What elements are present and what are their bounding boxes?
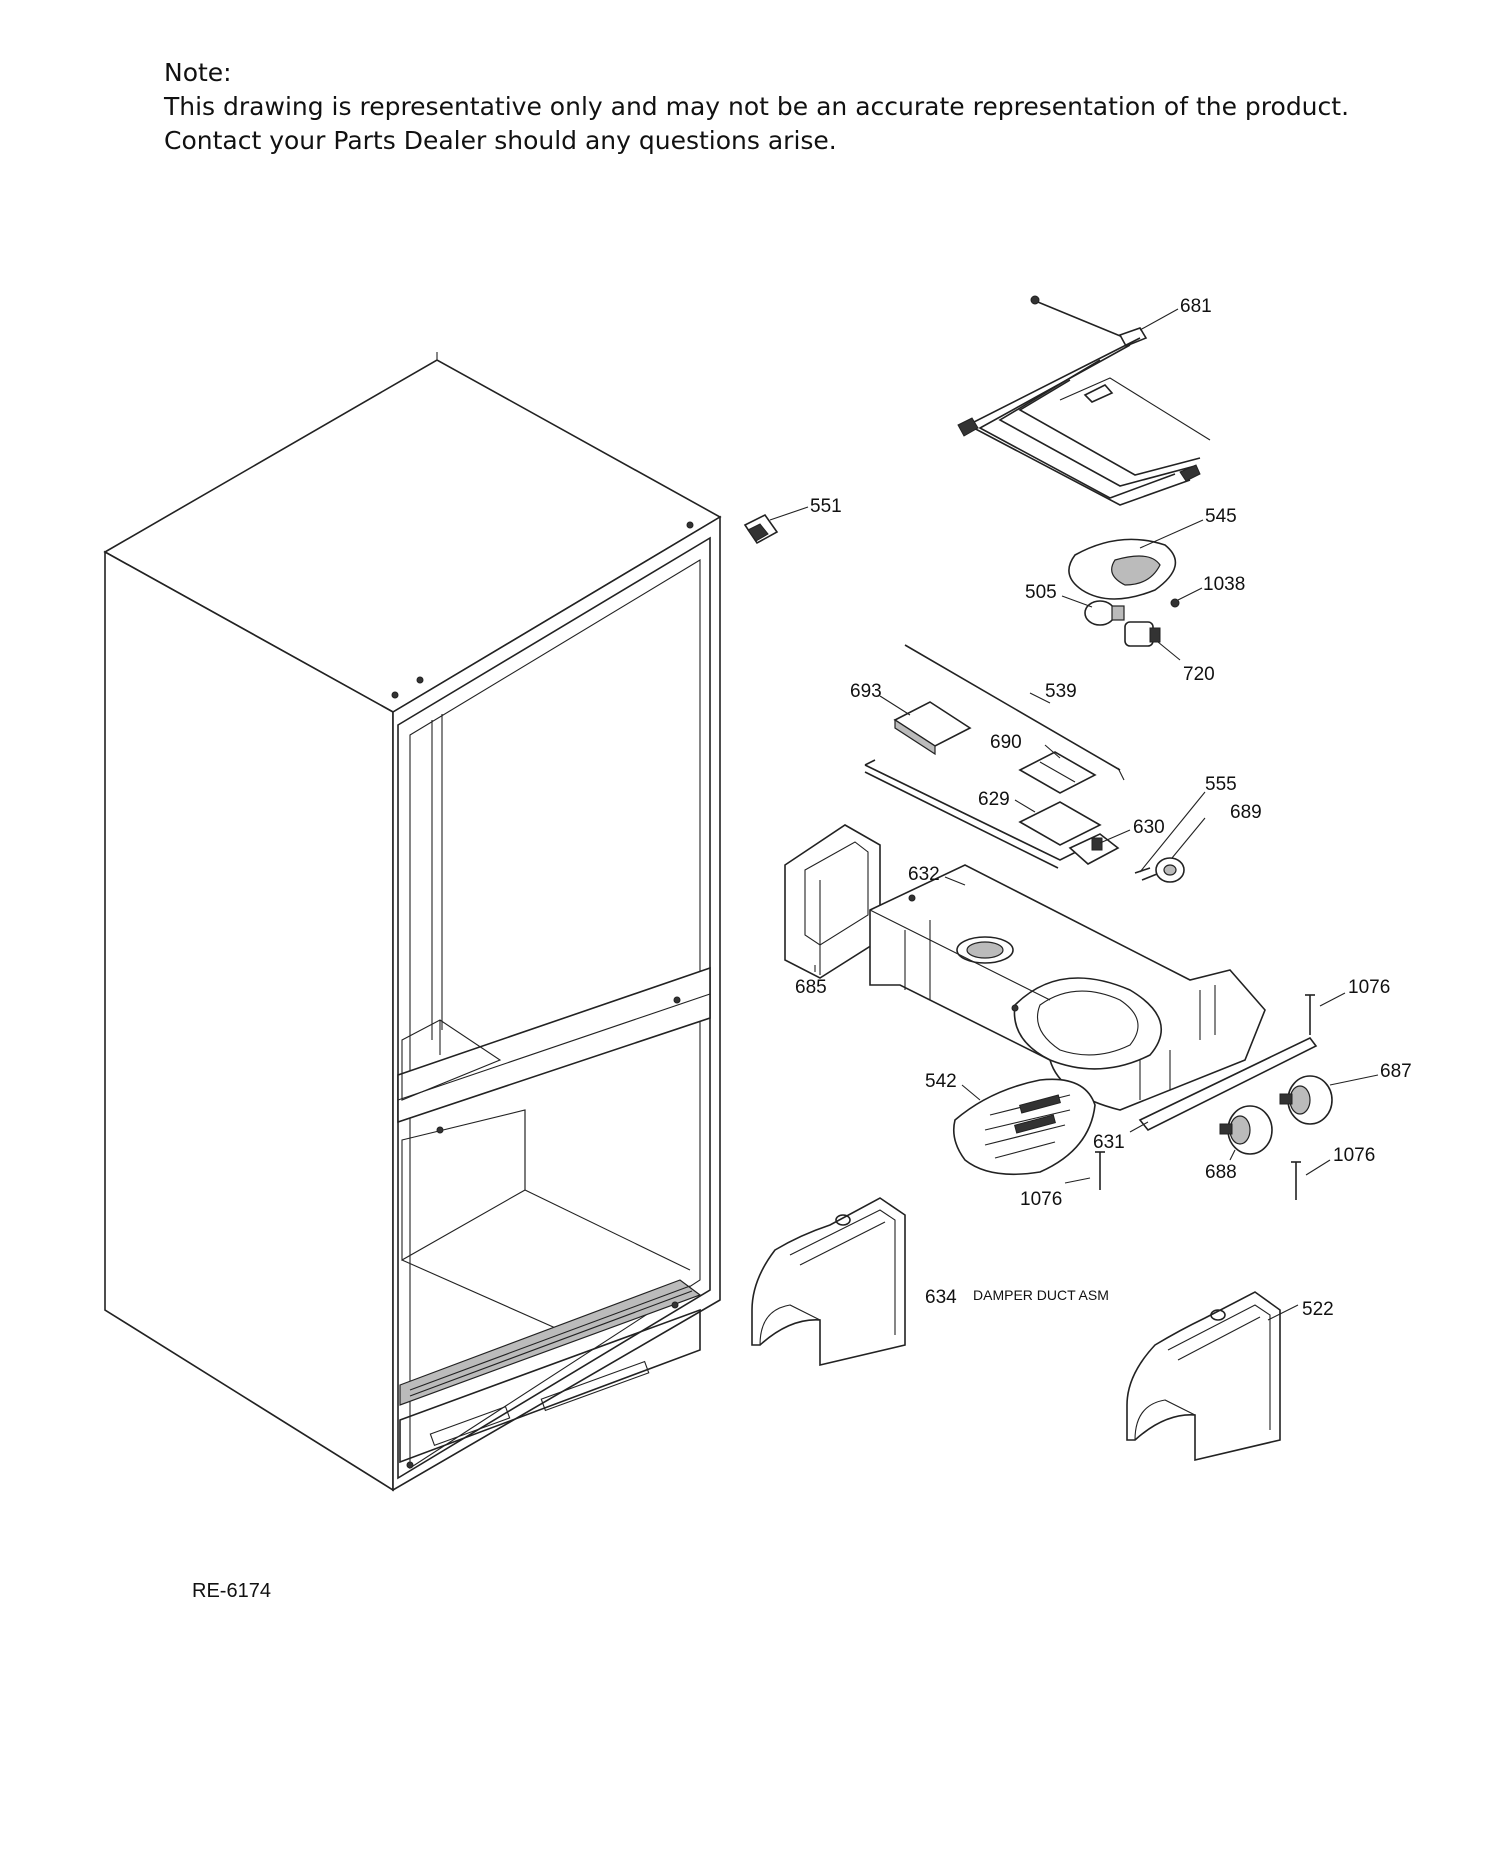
callout-1076-c: 1076 (1333, 1145, 1375, 1166)
callout-687: 687 (1380, 1061, 1412, 1082)
part-630-control (1068, 833, 1120, 865)
part-1076-screw-a (1305, 994, 1315, 1035)
drawing-note: Note: This drawing is representative onl… (164, 56, 1349, 158)
part-629-board (1018, 801, 1102, 846)
refrigerator-cabinet (103, 352, 722, 1492)
note-heading: Note: (164, 58, 232, 87)
callout-555: 555 (1205, 774, 1237, 795)
callout-542: 542 (925, 1071, 957, 1092)
part-687-knob (1279, 1075, 1333, 1125)
callout-505: 505 (1025, 582, 1057, 603)
part-631-strip (1138, 1036, 1318, 1132)
callout-1076-a: 1076 (1348, 977, 1390, 998)
note-line-1: This drawing is representative only and … (164, 92, 1350, 121)
part-545-light-shield (1068, 538, 1177, 600)
callout-720: 720 (1183, 664, 1215, 685)
part-681-wiring-harness (957, 295, 1211, 506)
part-720-lamp-socket (1124, 621, 1161, 647)
callout-632: 632 (908, 864, 940, 885)
callout-685: 685 (795, 977, 827, 998)
part-1076-screw-c (1291, 1161, 1301, 1200)
part-551-switch (743, 513, 779, 545)
part-688-knob (1219, 1105, 1273, 1155)
part-539-rod (904, 644, 1125, 781)
callout-labels: 681 551 545 1038 505 720 693 539 690 555… (795, 296, 1412, 1320)
part-690-bracket (1018, 751, 1097, 794)
part-1038-screw (1170, 598, 1180, 608)
note-line-2: Contact your Parts Dealer should any que… (164, 126, 837, 155)
part-689-grommet (1155, 857, 1185, 883)
callout-630: 630 (1133, 817, 1165, 838)
part-505-light-bulb (1084, 600, 1125, 626)
callout-629: 629 (978, 789, 1010, 810)
callout-631: 631 (1093, 1132, 1125, 1153)
part-542-fan-guard (952, 1078, 1096, 1176)
callout-1076-b: 1076 (1020, 1189, 1062, 1210)
callout-688: 688 (1205, 1162, 1237, 1183)
leader-lines (769, 308, 1379, 1321)
callout-681: 681 (1180, 296, 1212, 317)
part-634-damper-duct (751, 1197, 906, 1367)
part-693-cover (893, 701, 972, 756)
callout-634: 634 (925, 1287, 957, 1308)
callout-539: 539 (1045, 681, 1077, 702)
callout-689: 689 (1230, 802, 1262, 823)
callout-693: 693 (850, 681, 882, 702)
part-555-screws (1134, 867, 1158, 881)
callout-522: 522 (1302, 1299, 1334, 1320)
callout-1038: 1038 (1203, 574, 1245, 595)
callout-545: 545 (1205, 506, 1237, 527)
callout-634-description: DAMPER DUCT ASM (973, 1287, 1109, 1303)
reference-code: RE-6174 (192, 1580, 271, 1602)
part-1076-screw-b (1095, 1151, 1105, 1190)
part-522-duct (1126, 1291, 1281, 1462)
callout-690: 690 (990, 732, 1022, 753)
callout-551: 551 (810, 496, 842, 517)
evaporator-grille (399, 1279, 702, 1406)
part-685-cover (784, 824, 881, 979)
